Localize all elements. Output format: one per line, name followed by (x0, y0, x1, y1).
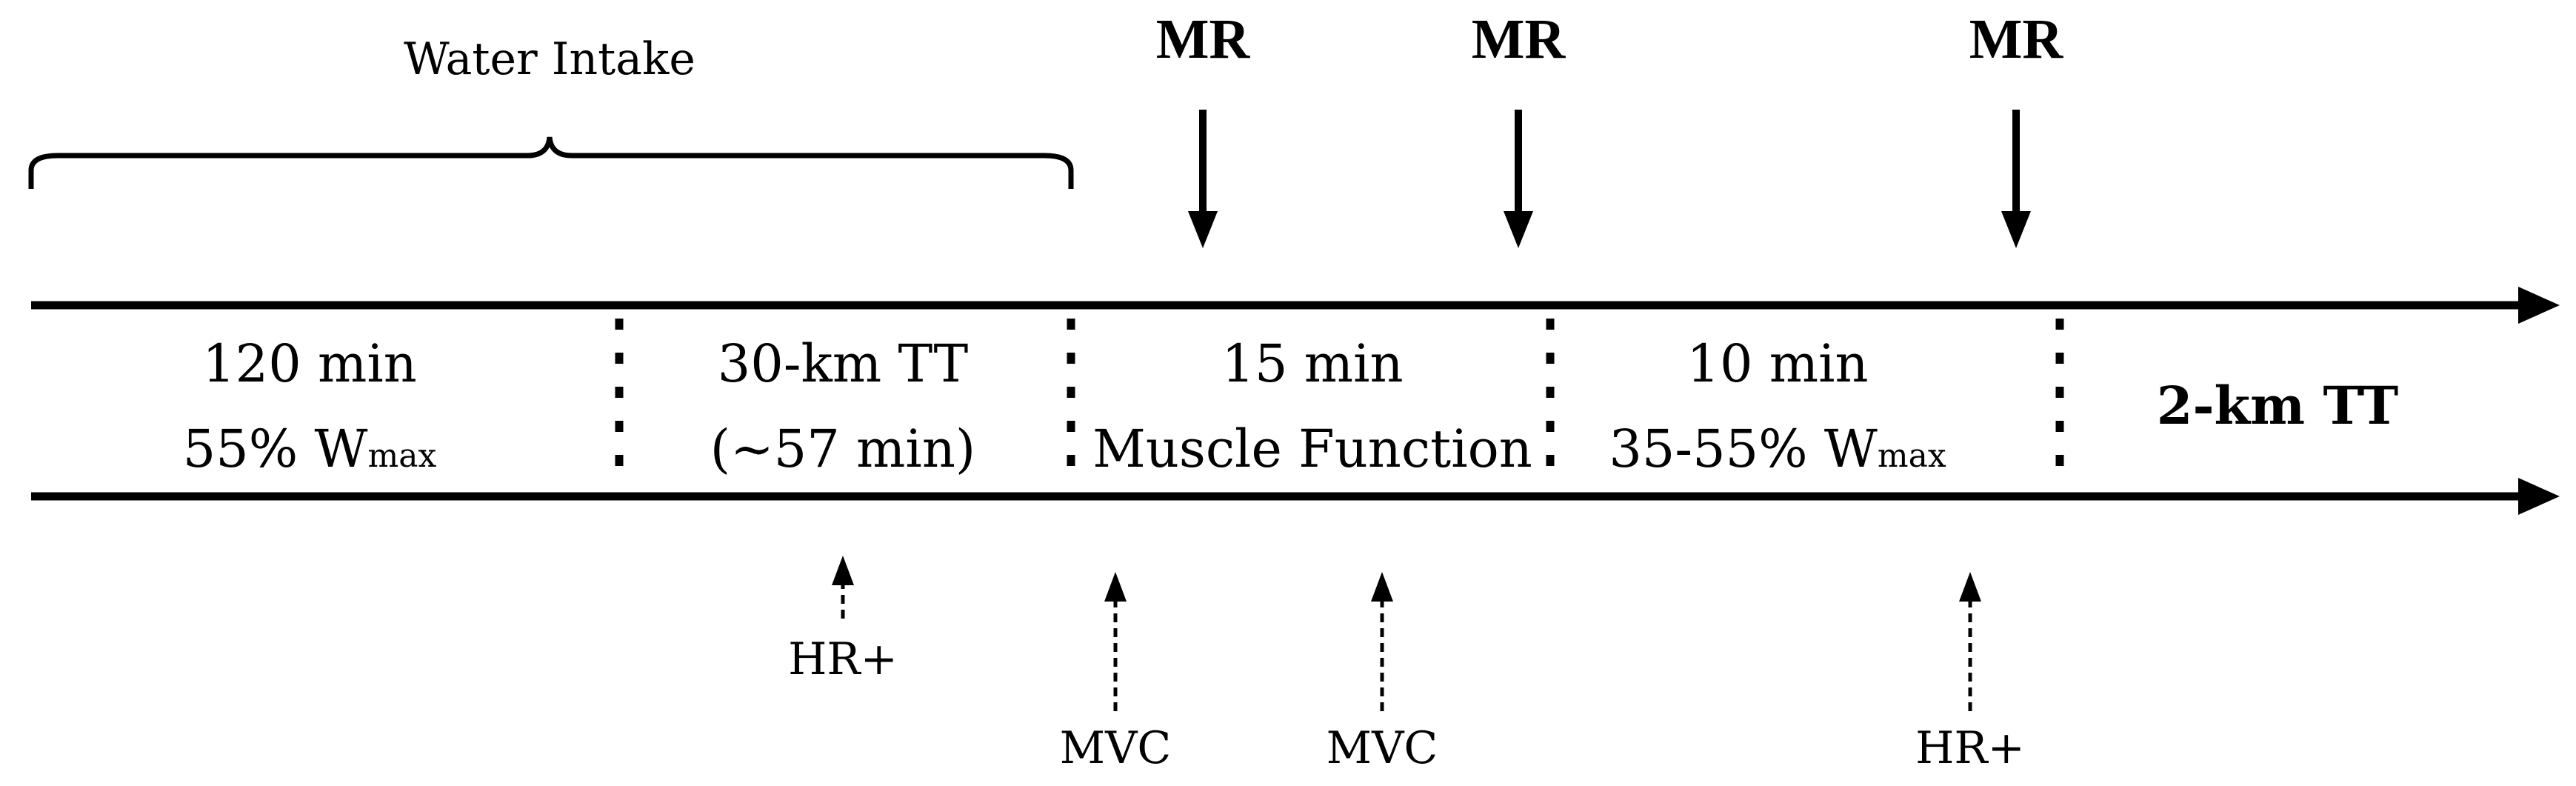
timeline-top-arrowhead (2518, 287, 2560, 324)
water-intake-brace (28, 136, 1074, 189)
segment-4-intensity: 35-55% Wmax (1609, 419, 1946, 479)
segment-1-intensity: 55% Wmax (183, 419, 437, 479)
mr-arrow-head (2001, 211, 2031, 248)
segment-2-title: 30-km TT (718, 333, 968, 394)
hr-arrow-head (1959, 572, 1981, 602)
mr-label: MR (1472, 8, 1566, 70)
segment-1-duration: 120 min (202, 333, 417, 394)
segment-4-duration: 10 min (1686, 333, 1868, 394)
segment-5-title: 2-km TT (2157, 375, 2398, 436)
segment-2-duration: (~57 min) (710, 419, 975, 479)
mvc-arrow-head (1104, 572, 1127, 602)
water-intake-label: Water Intake (404, 33, 695, 85)
mr-arrow-head (1504, 211, 1533, 248)
mvc-label: MVC (1060, 722, 1172, 774)
hr-label: HR+ (788, 633, 898, 685)
timeline-bottom-arrowhead (2518, 478, 2560, 515)
mr-arrow-head (1188, 211, 1218, 248)
hr-label: HR+ (1915, 722, 2025, 774)
mr-label: MR (1969, 8, 2064, 70)
segment-3-title: Muscle Function (1092, 419, 1532, 479)
mr-label: MR (1156, 8, 1251, 70)
hr-arrow-head (832, 556, 854, 585)
segment-3-duration: 15 min (1221, 333, 1403, 394)
mvc-label: MVC (1327, 722, 1438, 774)
mvc-arrow-head (1371, 572, 1393, 602)
